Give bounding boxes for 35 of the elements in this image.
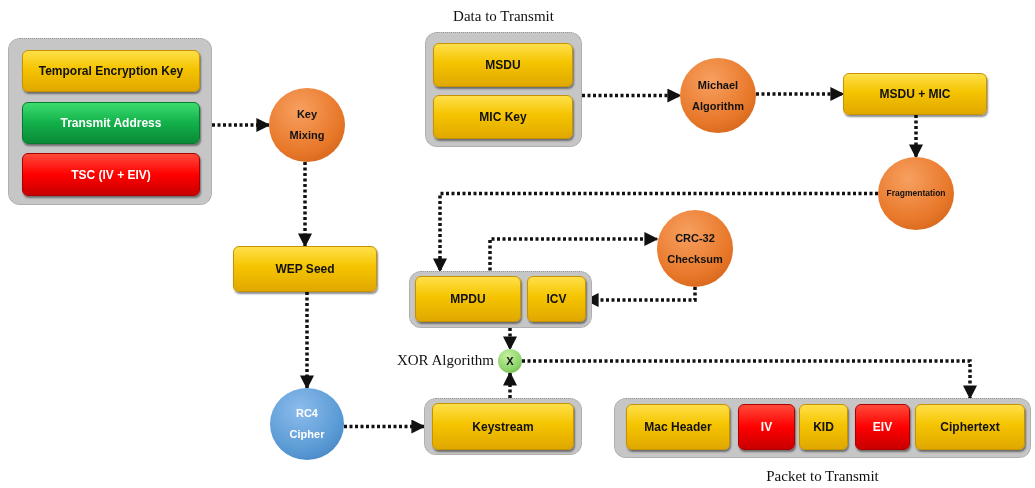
dotted-arrow bbox=[909, 115, 923, 159]
node-caption: XOR Algorithm bbox=[396, 352, 494, 369]
seed-box: WEP Seed bbox=[233, 246, 377, 292]
process-circle: Fragmentation bbox=[878, 157, 954, 230]
counter-box: TSC (IV + EIV) bbox=[22, 153, 200, 196]
dotted-arrow bbox=[756, 87, 845, 101]
process-circle: Key Mixing bbox=[269, 88, 345, 162]
dotted-arrow bbox=[503, 328, 517, 351]
data-box: MSDU + MIC bbox=[843, 73, 987, 115]
dotted-arrow bbox=[298, 162, 312, 248]
data-box: MPDU bbox=[415, 276, 521, 322]
address-box: Transmit Address bbox=[22, 102, 200, 144]
dotted-arrow bbox=[344, 419, 426, 434]
dotted-arrow bbox=[503, 371, 517, 398]
cipher-circle: RC4 Cipher bbox=[270, 388, 344, 460]
ciphertext-box: Ciphertext bbox=[915, 404, 1025, 450]
dotted-arrow bbox=[433, 191, 878, 273]
xor-circle: X bbox=[498, 349, 522, 373]
field-box: KID bbox=[799, 404, 848, 450]
dotted-arrow bbox=[522, 359, 977, 400]
dotted-arrow bbox=[300, 292, 314, 390]
dotted-arrow bbox=[582, 88, 682, 103]
group-title: Packet to Transmit bbox=[766, 468, 879, 485]
group-title: Data to Transmit bbox=[453, 8, 554, 25]
dotted-arrow bbox=[212, 118, 271, 132]
process-circle: CRC-32 Checksum bbox=[657, 210, 733, 287]
process-circle: Michael Algorithm bbox=[680, 58, 756, 133]
data-box: MSDU bbox=[433, 43, 573, 87]
checksum-box: ICV bbox=[527, 276, 586, 322]
header-field-box: Mac Header bbox=[626, 404, 730, 450]
field-box: IV bbox=[738, 404, 795, 450]
key-box: MIC Key bbox=[433, 95, 573, 139]
keystream-box: Keystream bbox=[432, 403, 574, 450]
key-box: Temporal Encryption Key bbox=[22, 50, 200, 92]
field-box: EIV bbox=[855, 404, 910, 450]
